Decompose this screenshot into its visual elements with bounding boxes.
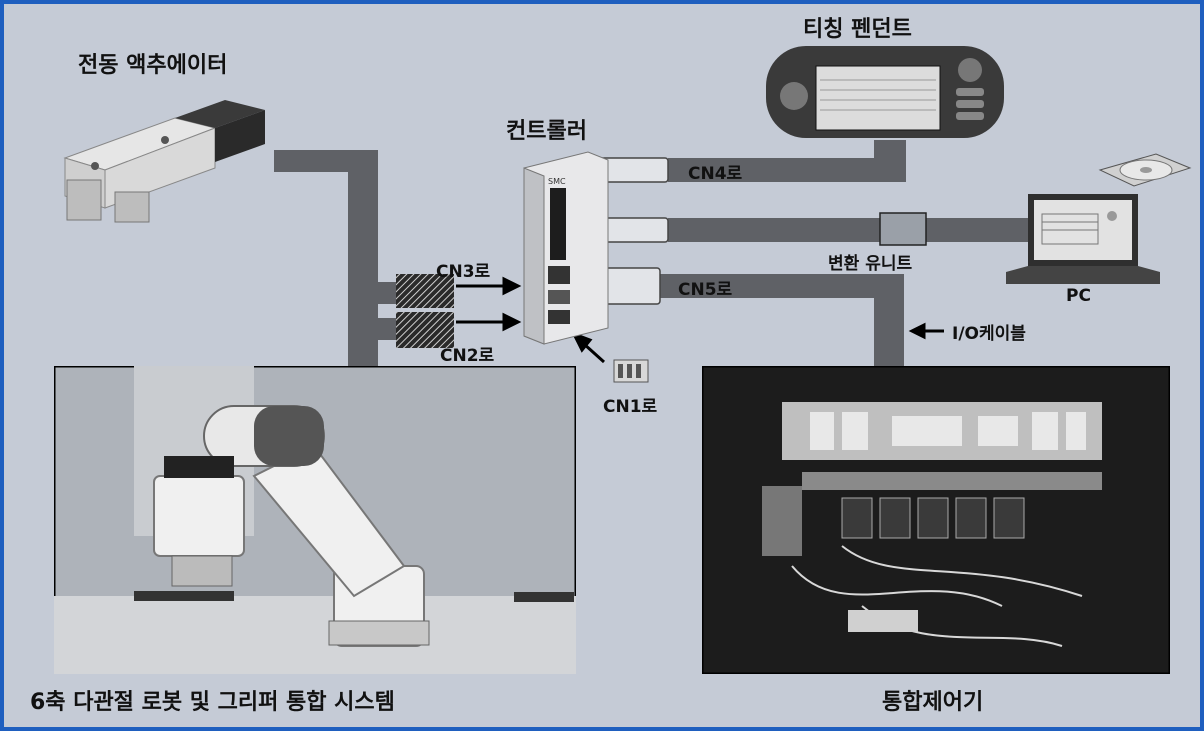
cn5-label: CN5로 — [678, 280, 733, 300]
conversion-unit-label: 변환 유니트 — [828, 254, 913, 274]
svg-text:SMC: SMC — [548, 177, 566, 186]
cn3-branch-cable — [348, 282, 398, 304]
io-cable-vertical — [874, 274, 904, 366]
cn3-label: CN3로 — [436, 262, 491, 282]
cn1-label: CN1로 — [603, 397, 658, 417]
conversion-unit-box — [879, 212, 927, 246]
cn4-cable — [668, 158, 906, 182]
cd-icon — [1098, 153, 1192, 187]
io-cable-arrow — [908, 322, 926, 340]
teaching-pendant-icon — [766, 46, 1004, 138]
laptop-icon — [1006, 194, 1160, 284]
robot-system-photo — [54, 366, 576, 674]
teaching-pendant-label: 티칭 펜던트 — [803, 17, 912, 42]
cn3-arrow — [502, 276, 522, 296]
cn5-cable — [660, 274, 904, 298]
controller-label: 컨트롤러 — [506, 119, 587, 144]
pc-cable — [668, 218, 1030, 242]
pendant-cable-riser — [874, 140, 906, 182]
cn2-branch-cable — [348, 318, 398, 340]
cn2-arrow — [502, 312, 522, 332]
cn2-label: CN2로 — [440, 346, 495, 366]
integrated-controller-photo — [702, 366, 1170, 674]
robot-system-caption: 6축 다관절 로봇 및 그리퍼 통합 시스템 — [30, 690, 395, 715]
cn4-label: CN4로 — [688, 164, 743, 184]
io-cable-label: I/O케이블 — [952, 324, 1026, 344]
cn1-arrow — [570, 331, 593, 353]
cn1-connector-icon — [613, 359, 649, 383]
electric-actuator-icon — [63, 100, 265, 223]
cn3-cn2-plug-icon — [396, 274, 454, 348]
integrated-controller-caption: 통합제어기 — [882, 690, 984, 715]
actuator-label: 전동 액추에이터 — [78, 53, 228, 78]
pc-label: PC — [1066, 286, 1091, 306]
controller-unit-icon: SMC — [523, 151, 609, 345]
